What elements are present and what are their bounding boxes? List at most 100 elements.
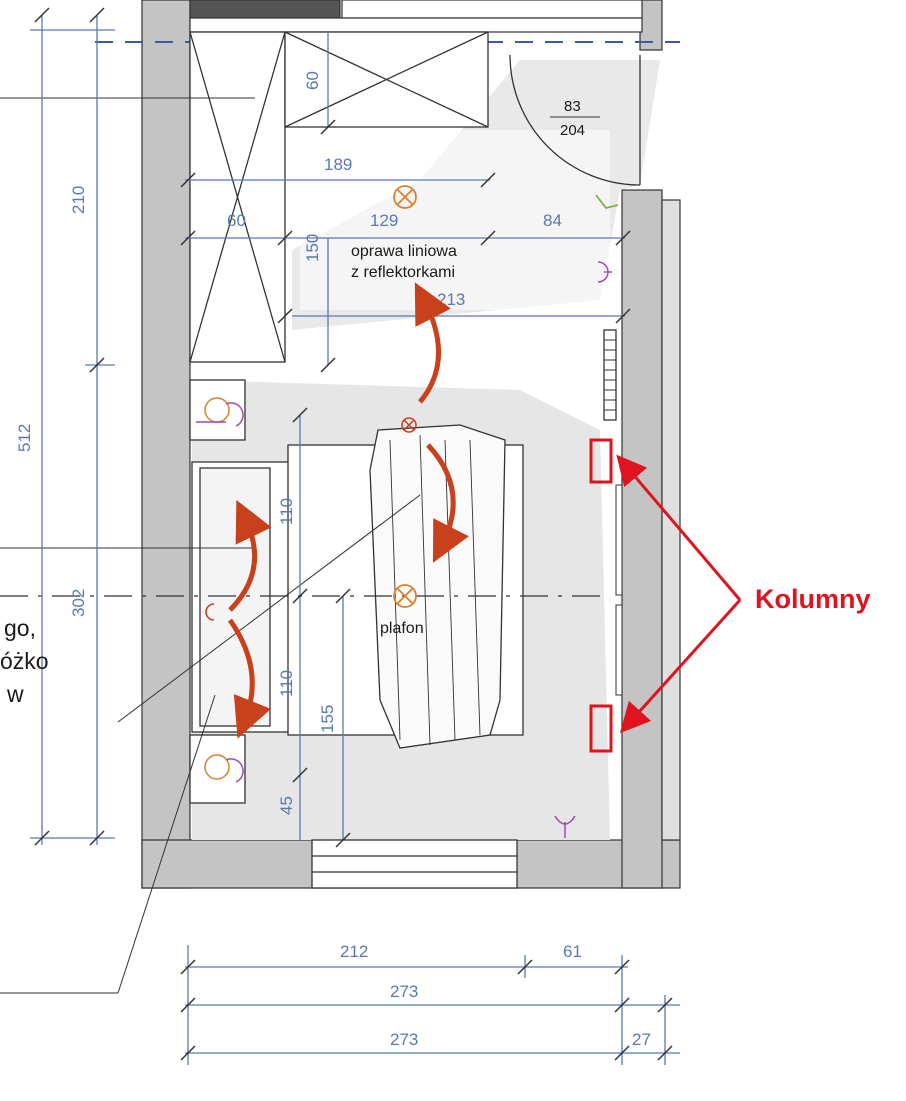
dim-150: 150	[303, 234, 322, 262]
ceiling-lamp-label: plafon	[380, 620, 424, 637]
column-marker-bottom	[589, 704, 613, 753]
dim-155: 155	[318, 705, 337, 733]
window	[311, 839, 518, 889]
tick	[335, 832, 351, 848]
column-marker-top	[589, 438, 613, 484]
tick	[277, 308, 293, 324]
plafon-cross-2	[396, 587, 414, 605]
arrow-down	[426, 443, 469, 563]
tick	[34, 830, 50, 846]
lamp-ring	[393, 185, 417, 209]
column-arrow-top	[616, 454, 742, 601]
lamp-cross-2	[396, 188, 414, 206]
tick	[614, 959, 630, 975]
linear-fixture-label-2: z reflektorkami	[351, 264, 455, 281]
arrow-left-down	[227, 618, 271, 739]
tick	[180, 172, 196, 188]
bedside-lamp-bottom-ring	[204, 754, 230, 780]
dim-302: 302	[69, 589, 88, 617]
floor-light	[300, 130, 610, 310]
socket-3	[225, 758, 244, 783]
wardrobe-top-x2	[284, 31, 489, 128]
dim-27: 27	[632, 1030, 651, 1049]
small-lamp-cross-2	[403, 419, 415, 431]
small-lamp-ring	[401, 417, 417, 433]
top-counter-strip	[189, 17, 643, 33]
cut-text-2: óżko	[0, 648, 49, 674]
arrow-left-up	[228, 499, 272, 612]
tick	[180, 1045, 196, 1061]
tick	[180, 230, 196, 246]
top-counter-dark	[189, 0, 341, 19]
dim-61: 61	[563, 942, 582, 961]
dim-45: 45	[277, 796, 296, 815]
linear-fixture-label-1: oprawa liniowa	[351, 243, 457, 260]
dim-110-bottom: 110	[277, 670, 296, 697]
tick	[480, 172, 496, 188]
tick	[657, 997, 673, 1013]
ceiling-lamp-icon	[393, 584, 417, 608]
dim-60-top: 60	[303, 71, 322, 90]
cut-text-3: w	[6, 681, 24, 707]
switch-icon	[595, 194, 619, 210]
dim-84: 84	[543, 211, 562, 230]
column-arrow-bottom	[619, 598, 742, 734]
tick	[517, 959, 533, 975]
dim-213: 213	[437, 290, 465, 309]
top-counter-light	[341, 0, 643, 19]
leader-3	[117, 494, 421, 723]
dim-212: 212	[340, 942, 368, 961]
tick	[89, 830, 105, 846]
nightstands	[189, 379, 246, 804]
dim-273-a: 273	[390, 982, 418, 1001]
radiator	[603, 329, 617, 421]
tick	[615, 230, 631, 246]
plafon-ring	[393, 584, 417, 608]
socket-1	[597, 261, 612, 283]
top-counter	[189, 0, 643, 33]
tick	[277, 230, 293, 246]
tick	[480, 230, 496, 246]
tick	[180, 959, 196, 975]
socket-4	[554, 815, 576, 838]
socket-icon	[196, 261, 612, 838]
dim-60: 60	[227, 211, 246, 230]
door-width-label: 83	[564, 98, 581, 115]
socket-2	[196, 402, 244, 427]
window-sill	[311, 839, 518, 889]
curved-arrows	[227, 282, 469, 739]
door-height-label: 204	[560, 122, 585, 139]
right-wall	[621, 189, 663, 889]
bed-pillows	[199, 467, 271, 727]
nightstand-bottom	[189, 734, 246, 804]
dim-210: 210	[69, 186, 88, 214]
wardrobe-left-x2	[189, 31, 286, 363]
wardrobe	[189, 31, 489, 363]
dim-189: 189	[324, 155, 352, 174]
tick	[34, 7, 50, 23]
radiator-fins	[604, 339, 616, 411]
bed-blanket	[369, 424, 506, 749]
dim-512: 512	[15, 424, 34, 452]
side-cabinet-2	[615, 604, 623, 696]
left-wall	[141, 0, 191, 889]
side-cabinet-1	[615, 484, 623, 596]
tick	[657, 1045, 673, 1061]
tick	[292, 767, 308, 783]
small-lamp-icon	[401, 417, 417, 433]
dim-110-top: 110	[277, 498, 296, 525]
cut-text-1: go,	[4, 615, 36, 641]
lamp-icon	[393, 185, 417, 209]
tick	[320, 357, 336, 373]
tick	[615, 308, 631, 324]
tick	[292, 588, 308, 604]
dim-273-b: 273	[390, 1030, 418, 1049]
tick	[180, 997, 196, 1013]
tick	[335, 588, 351, 604]
leader-5	[117, 694, 216, 994]
tick	[89, 357, 105, 373]
tick	[320, 119, 336, 135]
arrow-up	[414, 282, 451, 404]
nightstand-top	[189, 379, 246, 441]
